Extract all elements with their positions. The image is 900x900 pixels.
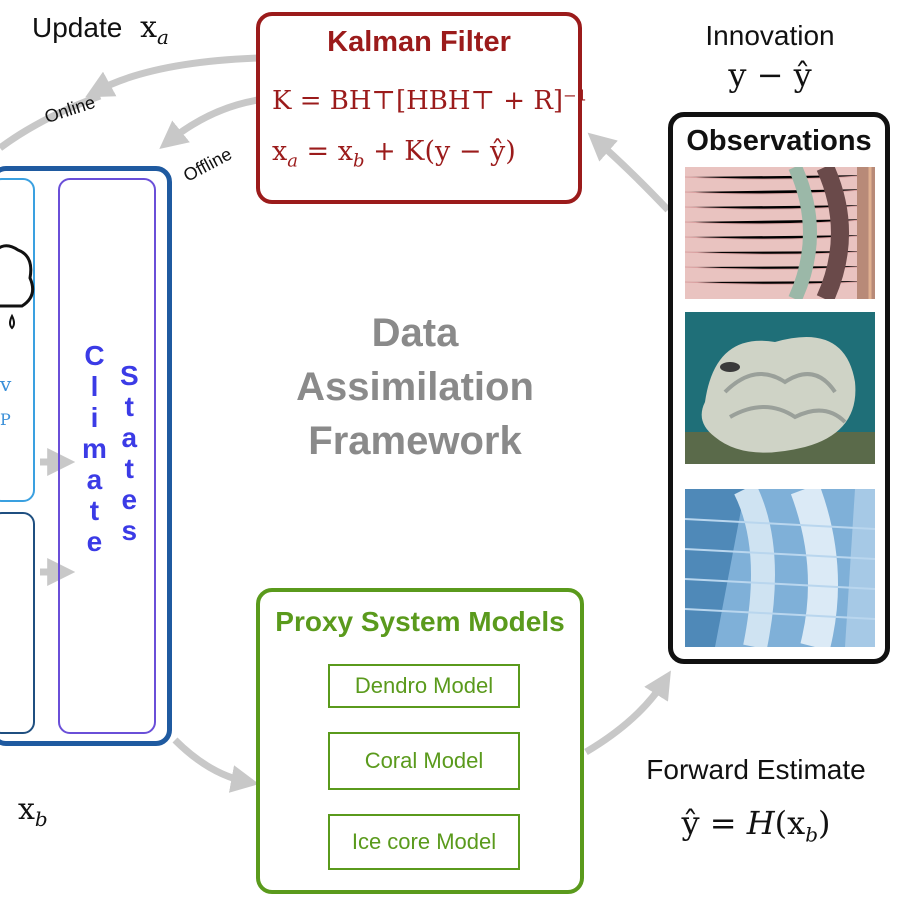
framework-title-line: Data bbox=[371, 311, 459, 355]
climate-vertical-label: C l i m a t e bbox=[82, 340, 107, 557]
states-vertical-label: S t a t e s bbox=[120, 360, 139, 546]
xb-var: x bbox=[18, 792, 35, 827]
forward-estimate-expr: ŷ = H(xb) bbox=[622, 804, 890, 846]
observations-title: Observations bbox=[686, 125, 872, 157]
kalman-title: Kalman Filter bbox=[327, 26, 511, 58]
framework-title: Data Assimilation Framework bbox=[270, 306, 560, 468]
states-letter: t bbox=[124, 453, 134, 484]
eq-xa: x bbox=[272, 136, 288, 167]
cloud-rain-icon bbox=[0, 244, 35, 330]
ice-core-model-box: Ice core Model bbox=[328, 814, 520, 870]
states-letter: s bbox=[121, 515, 138, 546]
climate-letter: l bbox=[90, 371, 99, 402]
eq-xa-sub: a bbox=[287, 150, 298, 172]
param-p-text: P bbox=[0, 410, 11, 429]
framework-title-line: Assimilation bbox=[296, 365, 534, 409]
forward-estimate-label: Forward Estimate bbox=[646, 754, 866, 785]
eq-innov: + K(y − ŷ) bbox=[364, 136, 516, 167]
eq-xb: = x bbox=[297, 136, 353, 167]
states-letter: S bbox=[120, 360, 139, 391]
update-var: x bbox=[140, 10, 157, 45]
update-sub: a bbox=[157, 25, 169, 49]
atm-param-v: v bbox=[0, 372, 11, 396]
background-state-label: xb bbox=[18, 792, 48, 831]
kalman-gain-equation: K = BH⊤[HBH⊤ + R]⁻¹ bbox=[272, 86, 588, 116]
climate-letter: i bbox=[90, 402, 99, 433]
fe-h: H bbox=[746, 804, 775, 842]
climate-letter: C bbox=[84, 340, 105, 371]
online-arrow bbox=[85, 54, 259, 98]
atm-param-p: P bbox=[0, 410, 11, 429]
climate-letter: e bbox=[86, 526, 103, 557]
innovation-label: Innovation bbox=[705, 20, 835, 51]
fe-lhs: ŷ = bbox=[681, 804, 747, 842]
dendro-model-box: Dendro Model bbox=[328, 664, 520, 708]
proxy-system-models-box: Proxy System Models Dendro Model Coral M… bbox=[256, 588, 584, 894]
update-label: Update xa bbox=[32, 10, 169, 49]
innovation-arrow bbox=[587, 132, 671, 213]
kalman-filter-box: Kalman Filter K = BH⊤[HBH⊤ + R]⁻¹ xa = x… bbox=[256, 12, 587, 204]
states-letter: t bbox=[124, 391, 134, 422]
atmosphere-model-box bbox=[0, 178, 35, 502]
climate-states-box: C l i m a t e S t a t e s bbox=[58, 178, 156, 734]
offline-arrow bbox=[159, 96, 259, 150]
forward-arrow bbox=[584, 670, 671, 756]
xb-sub: b bbox=[34, 807, 48, 831]
innovation-expr: y − ŷ bbox=[728, 56, 812, 94]
fe-close: ) bbox=[818, 804, 831, 842]
states-letter: e bbox=[121, 484, 138, 515]
framework-title-line: Framework bbox=[308, 419, 522, 463]
psm-title: Proxy System Models bbox=[275, 606, 565, 637]
fe-sub: b bbox=[805, 822, 818, 847]
tree-ring-photo bbox=[685, 167, 875, 299]
coral-photo bbox=[685, 312, 875, 464]
eq-xb-sub: b bbox=[352, 150, 365, 172]
ice-core-photo bbox=[685, 489, 875, 647]
kalman-update-equation: xa = xb + K(y − ŷ) bbox=[272, 136, 516, 171]
param-v-text: v bbox=[0, 372, 12, 396]
fe-rhs: (x bbox=[774, 804, 806, 842]
ocean-model-box bbox=[0, 512, 35, 734]
online-arrow-tail bbox=[0, 92, 102, 151]
climate-letter: t bbox=[89, 495, 100, 526]
observations-box: Observations bbox=[668, 112, 890, 664]
climate-model-box bbox=[0, 166, 172, 746]
coral-model-box: Coral Model bbox=[328, 732, 520, 790]
model-to-psm-arrow bbox=[172, 737, 260, 793]
climate-letter: a bbox=[86, 464, 103, 495]
states-letter: a bbox=[121, 422, 138, 453]
update-text: Update bbox=[32, 12, 123, 43]
climate-letter: m bbox=[82, 433, 107, 464]
